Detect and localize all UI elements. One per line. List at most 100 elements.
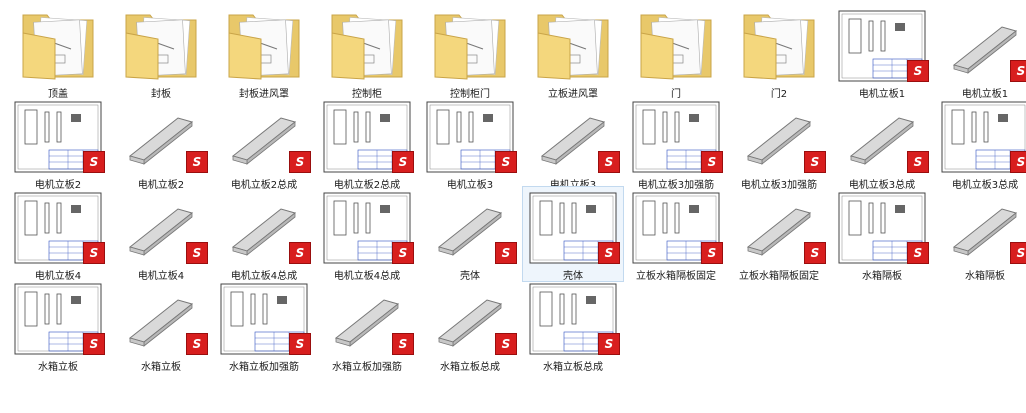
file-item[interactable]: S 水箱立板总成 [419,277,521,373]
file-label: 水箱立板总成 [440,362,500,373]
file-item[interactable]: S 电机立板3 [522,95,624,191]
solidworks-badge-icon: S [1010,60,1026,82]
solidworks-badge-icon: S [1010,242,1026,264]
file-label: 水箱隔板 [965,271,1005,282]
folder-item[interactable]: 门2 [728,4,830,100]
solidworks-badge-icon: S [907,242,929,264]
solidworks-badge-icon: S [598,151,620,173]
solidworks-badge-icon: S [1010,151,1026,173]
part-thumbnail-icon [425,191,515,265]
part-thumbnail-icon [116,282,206,356]
solidworks-badge-icon: S [907,151,929,173]
solidworks-badge-icon: S [186,151,208,173]
file-label: 电机立板3加强筋 [740,180,818,191]
folder-item[interactable]: 立板进风罩 [522,4,624,100]
file-label: 电机立板4总成 [230,271,298,282]
folder-icon [734,9,824,83]
folder-item[interactable]: 控制柜门 [419,4,521,100]
folder-item[interactable]: 控制柜 [316,4,418,100]
solidworks-badge-icon: S [392,333,414,355]
file-label: 壳体 [563,271,583,282]
file-label: 电机立板2总成 [333,180,401,191]
file-label: 控制柜 [352,89,382,100]
file-item[interactable]: S 水箱立板 [7,277,109,373]
file-item[interactable]: S 电机立板3总成 [831,95,933,191]
solidworks-badge-icon: S [495,333,517,355]
file-item[interactable]: S 电机立板3加强筋 [728,95,830,191]
file-item[interactable]: S 水箱隔板 [831,186,933,282]
file-label: 电机立板2总成 [230,180,298,191]
file-label: 门2 [770,89,788,100]
solidworks-badge-icon: S [804,151,826,173]
folder-icon [219,9,309,83]
folder-item[interactable]: 顶盖 [7,4,109,100]
solidworks-badge-icon: S [83,333,105,355]
file-item[interactable]: S 水箱隔板 [934,186,1026,282]
file-label: 立板水箱隔板固定 [739,271,819,282]
part-thumbnail-icon [940,191,1026,265]
file-label: 电机立板1 [961,89,1009,100]
folder-item[interactable]: 门 [625,4,727,100]
solidworks-badge-icon: S [701,151,723,173]
drawing-thumbnail-icon [13,100,103,174]
file-label: 立板水箱隔板固定 [636,271,716,282]
solidworks-badge-icon: S [392,151,414,173]
file-label: 电机立板3 [446,180,494,191]
folder-icon [322,9,412,83]
file-label: 封板 [151,89,171,100]
file-item[interactable]: S 立板水箱隔板固定 [625,186,727,282]
part-thumbnail-icon [219,100,309,174]
solidworks-badge-icon: S [701,242,723,264]
folder-item[interactable]: 封板进风罩 [213,4,315,100]
file-label: 水箱立板总成 [543,362,603,373]
solidworks-badge-icon: S [83,242,105,264]
file-label: 电机立板3总成 [848,180,916,191]
file-label: 电机立板3 [523,176,623,191]
drawing-thumbnail-icon [13,282,103,356]
file-label: 电机立板4 [137,271,185,282]
file-label: 控制柜门 [450,89,490,100]
file-label: 顶盖 [48,89,68,100]
solidworks-badge-icon: S [83,151,105,173]
file-label: 电机立板2 [34,180,82,191]
file-item[interactable]: S 水箱立板加强筋 [316,277,418,373]
folder-item[interactable]: 封板 [110,4,212,100]
file-item[interactable]: S 电机立板2总成 [316,95,418,191]
solidworks-badge-icon: S [392,242,414,264]
file-item[interactable]: S 立板水箱隔板固定 [728,186,830,282]
solidworks-badge-icon: S [804,242,826,264]
solidworks-badge-icon: S [289,333,311,355]
file-item[interactable]: S 水箱立板总成 [522,277,624,373]
part-thumbnail-icon [425,282,515,356]
folder-icon [116,9,206,83]
file-label: 水箱立板 [38,362,78,373]
solidworks-badge-icon: S [289,242,311,264]
file-label: 电机立板2 [137,180,185,191]
file-label: 封板进风罩 [239,89,289,100]
solidworks-badge-icon: S [598,333,620,355]
file-label: 门 [671,89,681,100]
drawing-thumbnail-icon [528,282,618,356]
file-label: 立板进风罩 [548,89,598,100]
part-thumbnail-icon [528,100,618,174]
file-label: 水箱立板加强筋 [332,362,402,373]
file-item[interactable]: S 电机立板4总成 [213,186,315,282]
file-label: 电机立板1 [858,89,906,100]
part-thumbnail-icon [940,9,1026,83]
file-label: 水箱隔板 [862,271,902,282]
